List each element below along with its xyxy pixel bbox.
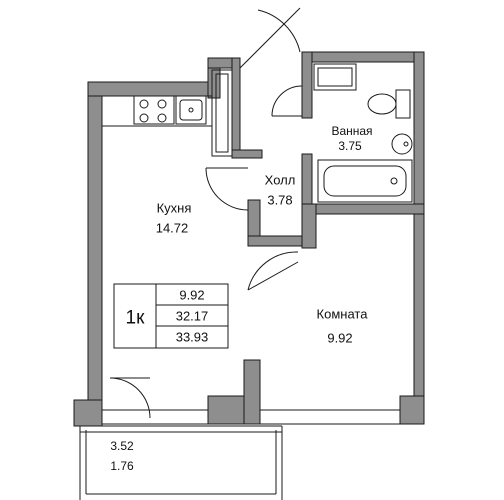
- hall-name: Холл: [264, 172, 296, 188]
- interior-lines: [79, 409, 400, 500]
- sink-icon: [175, 95, 207, 125]
- toilet-icon: [367, 89, 411, 119]
- living-area: 9.92: [179, 287, 205, 303]
- balcony-area-reduced: 1.76: [110, 459, 134, 473]
- summary-box: [113, 283, 229, 349]
- total-area: 32.17: [175, 308, 209, 324]
- room-area: 9.92: [327, 330, 353, 346]
- balcony-area-full: 3.52: [110, 439, 134, 453]
- hall-area: 3.78: [267, 192, 293, 208]
- total-with-balcony: 33.93: [175, 329, 209, 345]
- stove-icon: [133, 95, 175, 125]
- bathroom-area: 3.75: [338, 139, 362, 153]
- bathtub-icon: [317, 159, 413, 203]
- rooms-count: 1к: [125, 307, 145, 329]
- kitchen-area: 14.72: [155, 220, 189, 236]
- doors: [109, 7, 303, 419]
- kitchen-name: Кухня: [156, 200, 192, 216]
- washing-machine-icon: [313, 63, 357, 91]
- bathroom-name: Ванная: [331, 124, 373, 138]
- room-name: Комната: [316, 306, 368, 322]
- washbasin-icon: [391, 133, 413, 155]
- walls: [73, 51, 425, 427]
- kitchen-counter: [101, 95, 213, 127]
